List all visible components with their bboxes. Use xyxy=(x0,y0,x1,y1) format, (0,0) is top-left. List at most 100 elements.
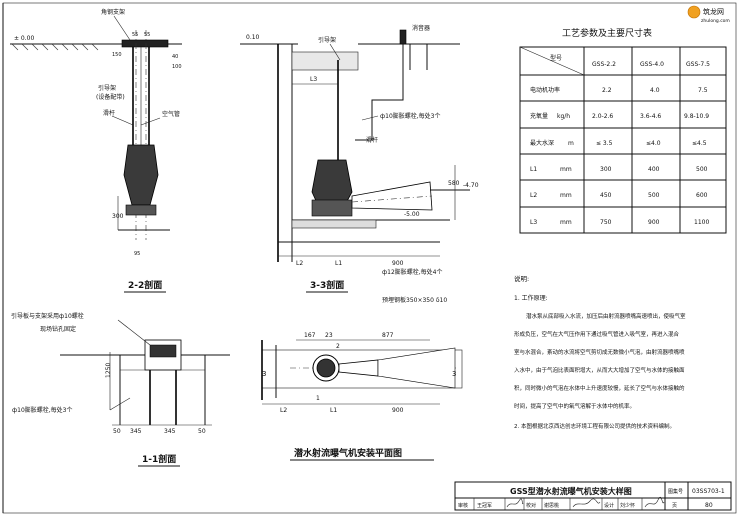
label-air-pipe: 空气管 xyxy=(162,110,180,118)
table-row-label: 电动机功率 xyxy=(530,86,560,94)
table-row-unit: kg/h xyxy=(557,113,570,120)
table-row-label: L2 xyxy=(530,192,537,199)
nozzle-plan xyxy=(338,359,379,377)
table-cell: ≤4.5 xyxy=(692,140,707,147)
table-header-2: GSS-4.0 xyxy=(640,61,664,68)
section-1-1: 引导板与支架采用ф10螺栓 现场钻孔固定 ф10膨胀螺栓,每处3个 1250 5… xyxy=(11,312,230,467)
dim-1250: 1250 xyxy=(105,363,112,378)
notes-item1-title: 1. 工作原理: xyxy=(514,294,548,302)
table-corner-label: 型号 xyxy=(550,54,562,62)
dim-167: 167 xyxy=(304,332,316,339)
reviewer-name: 王冠军 xyxy=(477,503,492,509)
table-cell: 9.8-10.9 xyxy=(684,113,709,120)
dim-345b: 345 xyxy=(164,428,176,435)
dim-40: 40 xyxy=(172,54,178,60)
base-plate xyxy=(291,219,377,229)
table-row-unit: mm xyxy=(560,192,572,199)
label-bolt-11: ф10膨胀螺栓,每处3个 xyxy=(12,406,73,414)
mark-1: 1 xyxy=(316,395,320,402)
table-cell: 1100 xyxy=(694,219,709,226)
pump-plan-inner xyxy=(316,358,336,378)
signature-designer xyxy=(644,496,665,508)
dim-580: 580 xyxy=(448,180,460,187)
table-row-unit: m xyxy=(568,140,574,147)
table-cell: 300 xyxy=(600,166,612,173)
table-row-unit: mm xyxy=(560,219,572,226)
notes: 说明: 1. 工作原理: 潜水泵从底部吸入水流，加压后由射流器喷嘴高速喷出，使吸… xyxy=(514,274,686,430)
dim-50a: 50 xyxy=(113,428,121,435)
table-cell: 450 xyxy=(600,192,612,199)
notes-line: 潜水泵从底部吸入水流，加压后由射流器喷嘴高速喷出，使吸气室 xyxy=(526,312,686,320)
label-embedded-plate: 预埋钢板350×350 δ10 xyxy=(382,296,447,304)
dim-100: 100 xyxy=(172,64,182,70)
plan-title: 潜水射流曝气机安装平面图 xyxy=(294,447,402,459)
section-1-1-title: 1-1剖面 xyxy=(142,453,176,465)
dim-L3: L3 xyxy=(310,76,317,83)
table-row-unit: mm xyxy=(560,166,572,173)
label-bolt-base: ф12膨胀螺栓,每处4个 xyxy=(382,268,443,276)
elev-0-label: ± 0.00 xyxy=(14,35,34,42)
signature-checker xyxy=(572,498,601,508)
elev-500: -5.00 xyxy=(404,211,420,218)
table-cell: 7.5 xyxy=(698,87,708,94)
table-cell: 500 xyxy=(648,192,660,199)
watermark-url: zhulong.com xyxy=(701,18,730,24)
muffler xyxy=(399,29,407,45)
dim-877: 877 xyxy=(382,332,394,339)
dim-L1-plan: L1 xyxy=(330,407,337,414)
dim-95: 95 xyxy=(134,251,140,257)
label-bolt-top: ф10膨胀螺栓,每处3个 xyxy=(380,112,441,120)
notes-line: 入水中，由于气泡比表面积增大，从而大大增加了空气与水体的接触面 xyxy=(514,366,685,374)
dim-900-33: 900 xyxy=(392,260,404,267)
elev-470: -4.70 xyxy=(463,182,479,189)
label-guide-frame: 引导架 xyxy=(98,84,116,92)
label-rail-33: 滑杆 xyxy=(366,136,378,144)
label-review: 审核 xyxy=(458,502,468,509)
air-pipe-route xyxy=(355,44,404,141)
signature-reviewer xyxy=(506,498,524,508)
table-cell: 400 xyxy=(648,166,660,173)
table-cell: 600 xyxy=(696,192,708,199)
table-cell: 4.0 xyxy=(650,87,660,94)
label-angle-bracket: 角钢支架 xyxy=(101,8,125,16)
label-rail: 滑杆 xyxy=(103,109,115,117)
table-title: 工艺参数及主要尺寸表 xyxy=(562,27,652,39)
atlas-number: 03SS703-1 xyxy=(692,488,725,495)
dim-50b: 50 xyxy=(198,428,206,435)
pump-base xyxy=(125,204,157,216)
page-number: 80 xyxy=(705,502,713,509)
table-cell: 2.2 xyxy=(602,87,612,94)
pump-body xyxy=(123,144,159,206)
designer-name: 刘少怀 xyxy=(620,502,635,509)
notes-item2: 2. 本图根据北京西达创志环境工程有限公司提供的技术资料编制。 xyxy=(514,422,675,430)
section-2-2: ± 0.00 角钢支架 引导架 (设备配带) 滑杆 空气管 55 55 150 … xyxy=(10,8,182,293)
section-3-3: 0.10 消音器 引导架 ф10膨胀螺栓,每处3个 滑杆 L3 -4.70 -5… xyxy=(240,24,479,304)
table-cell: ≤4.0 xyxy=(646,140,661,147)
section-3-3-title: 3-3剖面 xyxy=(310,279,344,291)
checker-name: 谢思桃 xyxy=(544,502,559,509)
notes-line: 时间，提高了空气中的氧气溶解于水体中的机率。 xyxy=(514,402,635,410)
label-muffler: 消音器 xyxy=(412,24,430,32)
notes-line: 形成负压，空气在大气压作用下通过吸气管进入吸气室，再进入混合 xyxy=(514,330,680,338)
table-header-3: GSS-7.5 xyxy=(686,61,710,68)
mark-2: 2 xyxy=(336,343,340,350)
table-header-1: GSS-2.2 xyxy=(592,61,616,68)
notes-heading: 说明: xyxy=(514,274,529,283)
table-row-label: 最大水深 xyxy=(530,139,554,147)
table-cell: 500 xyxy=(696,166,708,173)
table-cell: 750 xyxy=(600,219,612,226)
table-cell: 900 xyxy=(648,219,660,226)
table-row-label: 充氧量 xyxy=(530,112,548,120)
dim-23: 23 xyxy=(325,332,333,339)
dim-300: 300 xyxy=(112,213,124,220)
watermark-logo: 筑龙网 zhulong.com xyxy=(687,5,730,24)
label-check: 校对 xyxy=(526,502,536,509)
label-page: 页 xyxy=(672,503,677,509)
notes-line: 室与水混合，紊动的水流将空气剪切成无数微小气泡，由射流器喷嘴喷 xyxy=(514,348,685,356)
dim-900-plan: 900 xyxy=(392,407,404,414)
dim-L2-33: L2 xyxy=(296,260,303,267)
dim-150: 150 xyxy=(112,52,122,58)
label-atlas: 图集号 xyxy=(668,488,683,495)
